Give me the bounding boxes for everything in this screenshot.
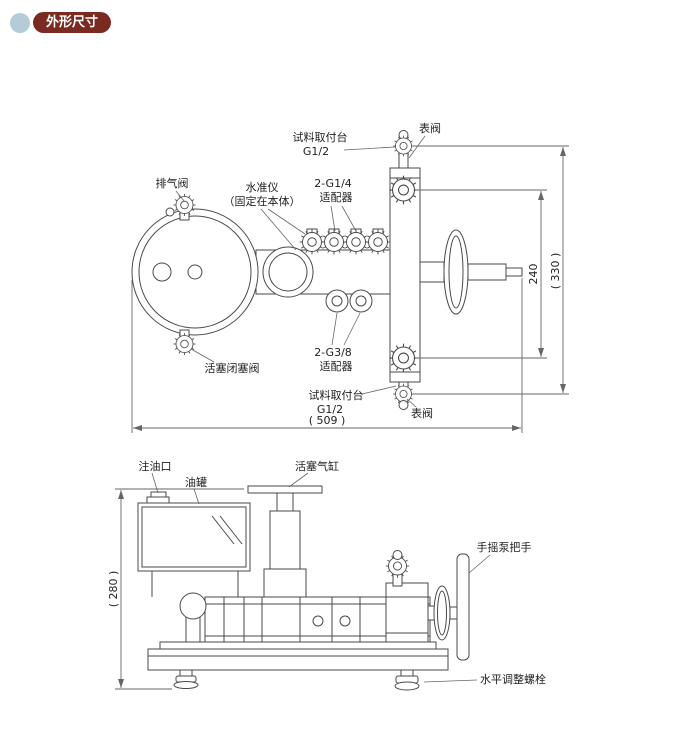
leader-line bbox=[288, 472, 309, 488]
leader-line bbox=[341, 205, 357, 232]
pump-valve bbox=[385, 550, 410, 587]
label-adapter-g38-line2: 适配器 bbox=[320, 360, 353, 373]
top-view-dimensions bbox=[131, 145, 569, 433]
top-view: 排气阀 水准仪 （固定在本体） 2-G1/4 适配器 试料取付台 G1/2 表阀… bbox=[131, 121, 569, 433]
label-oil-tank: 油罐 bbox=[185, 475, 207, 489]
right-foot bbox=[394, 681, 420, 691]
leader-line bbox=[343, 312, 361, 346]
handle-bar bbox=[456, 553, 470, 661]
oil-filler-cap bbox=[150, 491, 167, 498]
leader-line bbox=[468, 554, 491, 574]
label-gauge-valve-top: 表阀 bbox=[419, 121, 441, 135]
label-adapter-g14-line1: 2-G1/4 bbox=[314, 177, 352, 190]
front-view-labels: 注油口 油罐 活塞气缸 手摇泵把手 水平调整螺栓 ( 280 ) bbox=[107, 459, 546, 686]
bottom-adapters bbox=[325, 289, 373, 313]
sight-glass bbox=[262, 246, 314, 298]
front-view-leaders bbox=[151, 472, 491, 683]
leader-line bbox=[408, 135, 426, 159]
gauge-valve-bottom bbox=[388, 343, 419, 410]
gauge-wheel bbox=[131, 208, 259, 336]
label-pump-handle: 手摇泵把手 bbox=[477, 540, 532, 554]
leader-line bbox=[331, 312, 338, 346]
base-plate-outline bbox=[147, 648, 449, 671]
leader-line bbox=[423, 679, 478, 683]
leader-line bbox=[260, 208, 297, 251]
leader-line bbox=[175, 190, 185, 202]
piston-top-plate bbox=[247, 485, 323, 494]
piston-shutoff-valve bbox=[173, 329, 196, 356]
oil-tank bbox=[137, 491, 251, 597]
knurled-knob bbox=[173, 332, 196, 356]
dimension-280: ( 280 ) bbox=[107, 571, 120, 608]
top-view-labels: 排气阀 水准仪 （固定在本体） 2-G1/4 适配器 试料取付台 G1/2 表阀… bbox=[156, 121, 563, 427]
knurled-knob bbox=[392, 135, 415, 157]
leader-line bbox=[361, 385, 397, 395]
pump-body-front bbox=[179, 582, 431, 650]
label-level-bolt: 水平调整螺栓 bbox=[480, 672, 546, 686]
label-adapter-g38-line1: 2-G3/8 bbox=[314, 346, 352, 359]
label-oil-filler: 注油口 bbox=[139, 459, 172, 473]
left-foot bbox=[173, 681, 199, 689]
front-view: 注油口 油罐 活塞气缸 手摇泵把手 水平调整螺栓 ( 280 ) bbox=[107, 459, 546, 691]
piston-cylinder bbox=[247, 485, 323, 598]
dimension-240: 240 bbox=[527, 264, 540, 285]
label-sample-mount-top-line1: 试料取付台 bbox=[293, 130, 348, 144]
label-sample-mount-bottom-line2: G1/2 bbox=[317, 403, 343, 416]
label-sample-mount-top-line2: G1/2 bbox=[303, 145, 329, 158]
label-sample-mount-bottom-line1: 试料取付台 bbox=[309, 388, 364, 402]
leader-line bbox=[267, 208, 306, 235]
front-view-parts bbox=[137, 485, 470, 691]
section-title: 外形尺寸 bbox=[33, 12, 112, 33]
label-level-gauge-line1: 水准仪 bbox=[246, 181, 279, 194]
section-title-text: 外形尺寸 bbox=[46, 15, 99, 30]
leader-line bbox=[330, 205, 336, 232]
leader-line bbox=[151, 472, 159, 494]
front-view-dimensions bbox=[115, 488, 244, 690]
label-piston-shutoff-valve: 活塞闭塞阀 bbox=[205, 361, 260, 375]
dimension-509: ( 509 ) bbox=[309, 414, 346, 427]
manifold-outline bbox=[389, 167, 421, 383]
gauge-valve-top bbox=[388, 130, 419, 205]
top-view-parts bbox=[131, 130, 523, 410]
dimension-330: ( 330 ) bbox=[549, 253, 562, 290]
section-dot-icon bbox=[10, 12, 30, 33]
oil-tank-outline bbox=[137, 502, 251, 572]
pump-block bbox=[385, 582, 429, 648]
section-header: 外形尺寸 bbox=[10, 12, 112, 33]
label-gauge-valve-bottom: 表阀 bbox=[411, 406, 433, 420]
pump-ball-knob bbox=[179, 592, 207, 620]
exhaust-valve bbox=[165, 193, 196, 221]
label-exhaust-valve: 排气阀 bbox=[156, 176, 189, 190]
leader-line bbox=[343, 146, 396, 151]
top-adapters bbox=[299, 228, 391, 255]
leader-line bbox=[193, 488, 200, 505]
label-adapter-g14-line2: 适配器 bbox=[320, 191, 353, 204]
pump-handle bbox=[427, 553, 470, 661]
top-view-leaders bbox=[175, 135, 426, 408]
label-piston-cylinder: 活塞气缸 bbox=[295, 459, 339, 473]
base-plate bbox=[147, 641, 449, 691]
label-level-gauge-line2: （固定在本体） bbox=[224, 194, 301, 208]
handwheel bbox=[419, 229, 523, 315]
leader-line bbox=[406, 398, 417, 408]
manifold-plate bbox=[389, 167, 421, 383]
wheel-outer-ring bbox=[131, 208, 259, 336]
leader-line bbox=[190, 348, 215, 363]
